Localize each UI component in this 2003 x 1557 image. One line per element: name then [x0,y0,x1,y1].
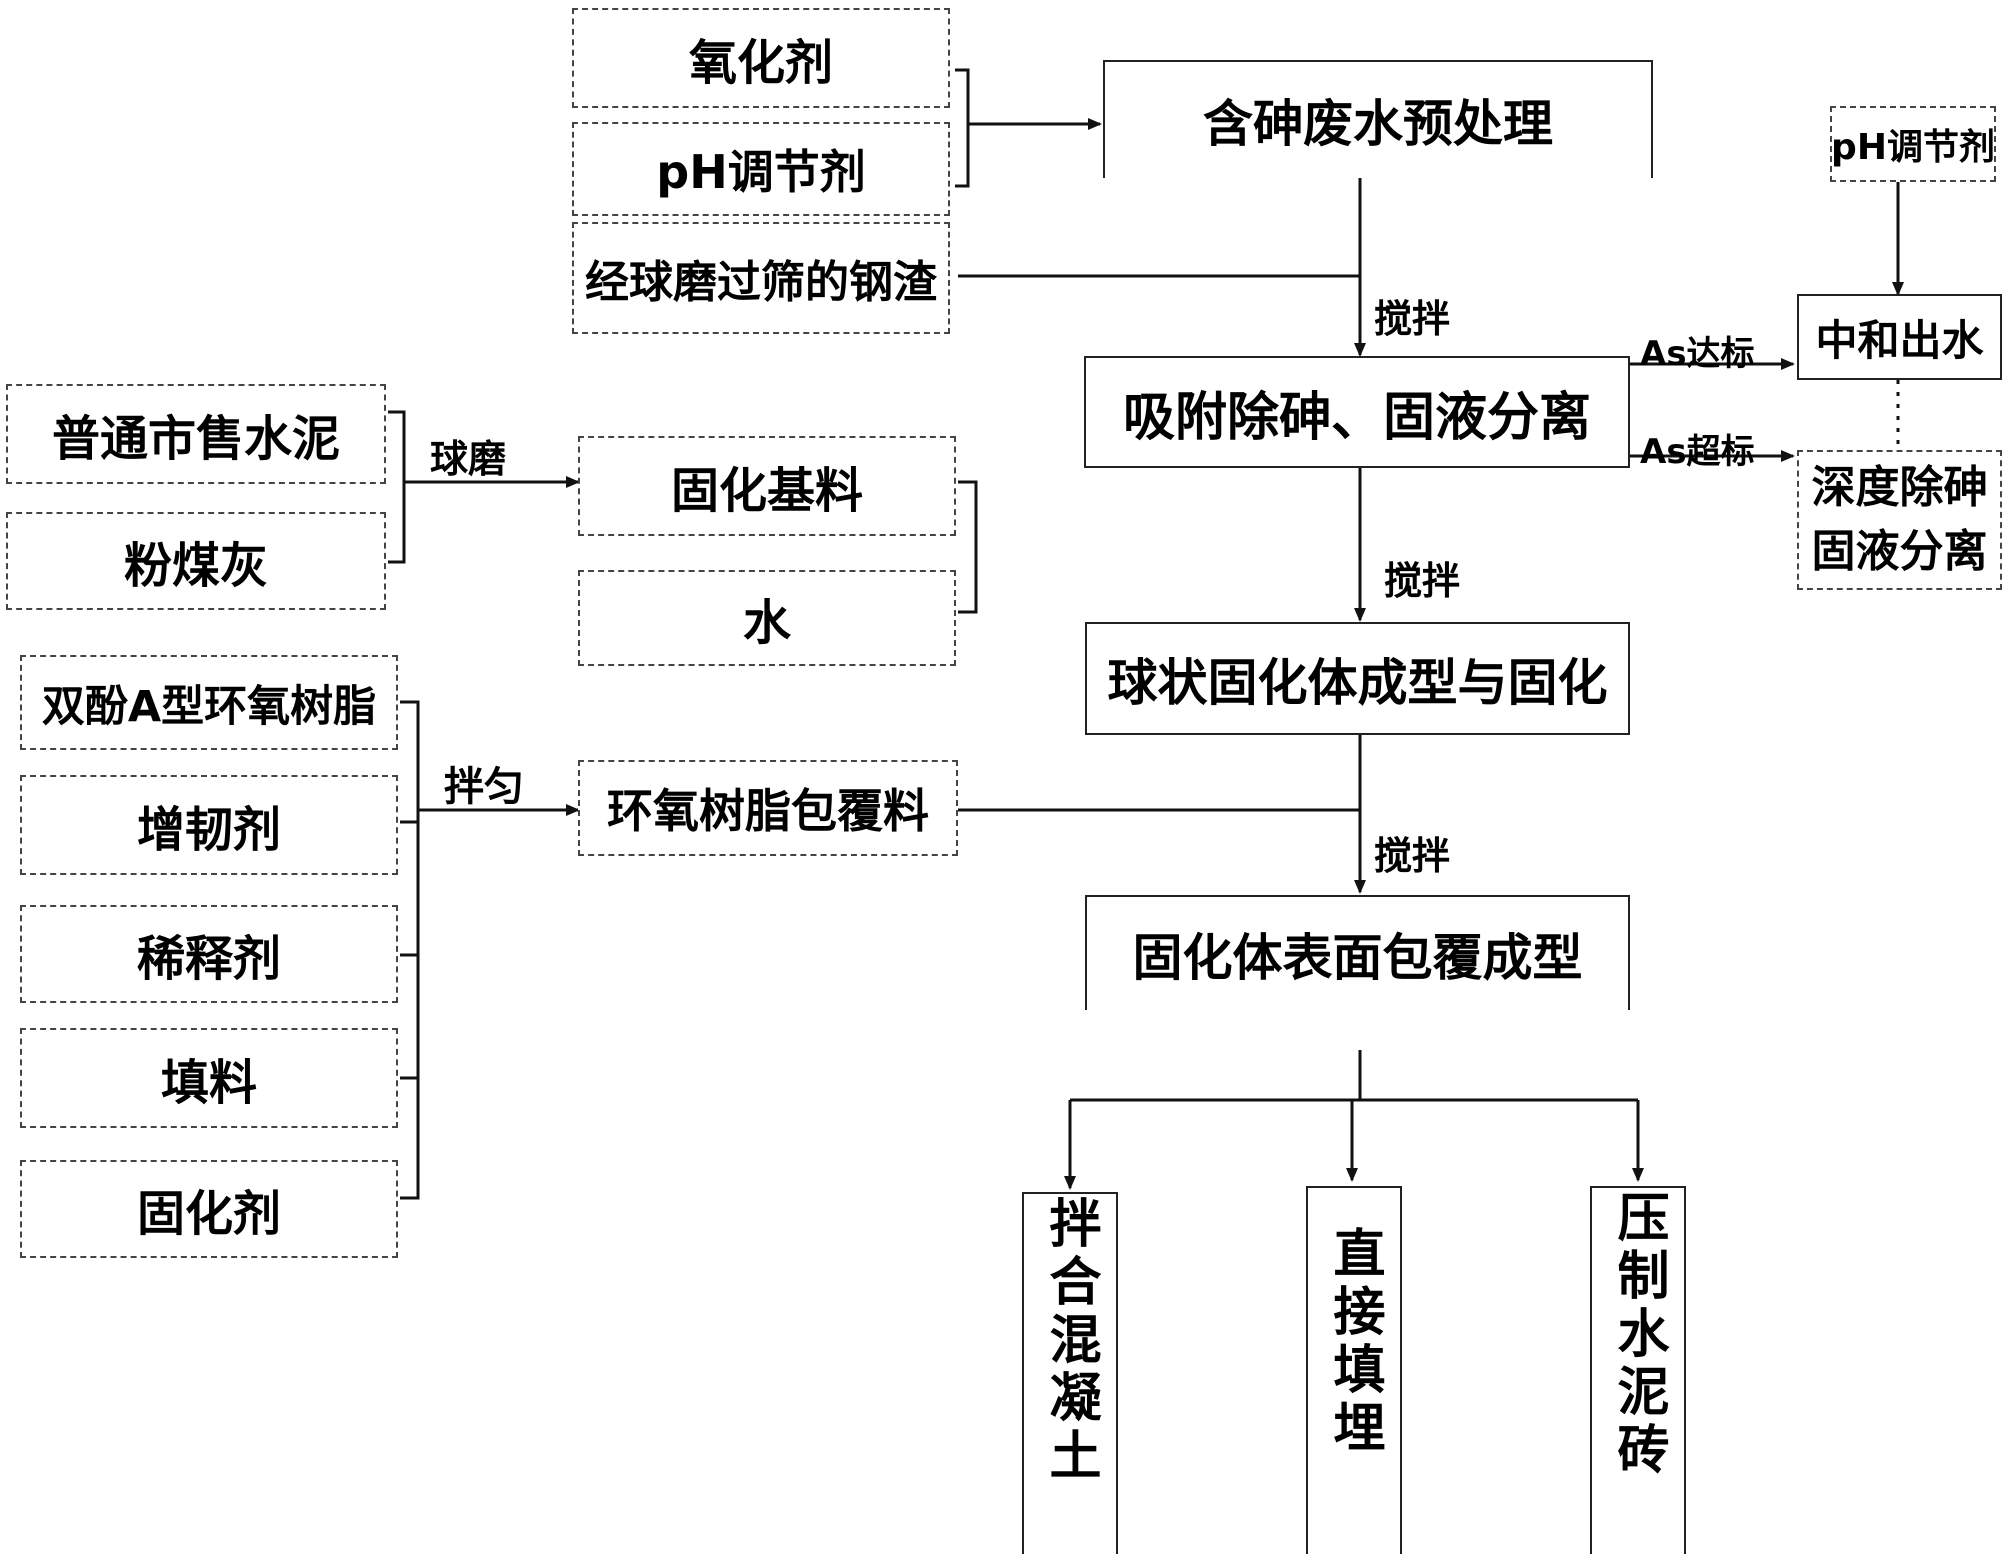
output-landfill-box [1306,1186,1402,1554]
steel-slag-label: 经球磨过筛的钢渣 [585,257,937,308]
toughener-label: 增韧剂 [136,802,281,858]
filler-label: 填料 [160,1055,257,1111]
right-ph-agent-label: pH调节剂 [1831,127,1995,168]
output-brick-label: 压制水泥砖 [1608,1190,1668,1480]
bisphenol-epoxy-box: 双酚A型环氧树脂 [20,655,398,750]
diluent-label: 稀释剂 [136,931,281,987]
as-exceed-label: As超标 [1640,432,1755,472]
pretreatment-box: 含砷废水预处理 [1103,60,1653,178]
surface-coating-box: 固化体表面包覆成型 [1085,895,1630,1010]
neutralize-box: 中和出水 [1797,294,2002,380]
output-concrete-box [1022,1192,1118,1554]
right-ph-agent-box: pH调节剂 [1830,106,1996,182]
oxidant-box: 氧化剂 [572,8,950,108]
stir-label-1: 搅拌 [1374,297,1451,341]
stir-label-2: 搅拌 [1384,559,1461,603]
cement-label: 普通市售水泥 [51,411,340,467]
toughener-box: 增韧剂 [20,775,398,875]
sphere-forming-label: 球状固化体成型与固化 [1107,653,1608,712]
curing-agent-box: 固化剂 [20,1160,398,1258]
filler-box: 填料 [20,1028,398,1128]
deep-removal-label: 深度除砷固液分离 [1811,462,1988,577]
as-pass-label: As达标 [1640,334,1755,374]
output-landfill-label: 直接填埋 [1324,1226,1384,1458]
adsorption-label: 吸附除砷、固液分离 [1122,387,1591,448]
surface-coating-label: 固化体表面包覆成型 [1132,928,1583,987]
fly-ash-box: 粉煤灰 [6,512,386,610]
curing-base-label: 固化基料 [670,463,863,519]
curing-agent-label: 固化剂 [136,1186,281,1242]
adsorption-box: 吸附除砷、固液分离 [1084,356,1630,468]
neutralize-label: 中和出水 [1815,315,1984,365]
deep-removal-box: 深度除砷固液分离 [1797,450,2002,590]
stir-label-3: 搅拌 [1374,834,1451,878]
steel-slag-box: 经球磨过筛的钢渣 [572,222,950,334]
oxidant-label: 氧化剂 [688,35,833,91]
cement-box: 普通市售水泥 [6,384,386,484]
water-label: 水 [742,595,791,651]
water-box: 水 [578,570,956,666]
sphere-forming-box: 球状固化体成型与固化 [1085,622,1630,735]
diluent-box: 稀释剂 [20,905,398,1003]
fly-ash-label: 粉煤灰 [123,538,268,594]
epoxy-coating-label: 环氧树脂包覆料 [607,784,929,838]
output-concrete-label: 拌合混凝土 [1040,1196,1100,1486]
bisphenol-epoxy-label: 双酚A型环氧树脂 [41,681,377,732]
pretreatment-label: 含砷废水预处理 [1203,95,1553,153]
epoxy-coating-box: 环氧树脂包覆料 [578,760,958,856]
ph-agent-label: pH调节剂 [656,145,866,199]
ph-agent-box: pH调节剂 [572,122,950,216]
output-brick-box [1590,1186,1686,1554]
curing-base-box: 固化基料 [578,436,956,536]
mix-even-label: 拌匀 [444,764,524,810]
ball-mill-label: 球磨 [430,437,507,481]
